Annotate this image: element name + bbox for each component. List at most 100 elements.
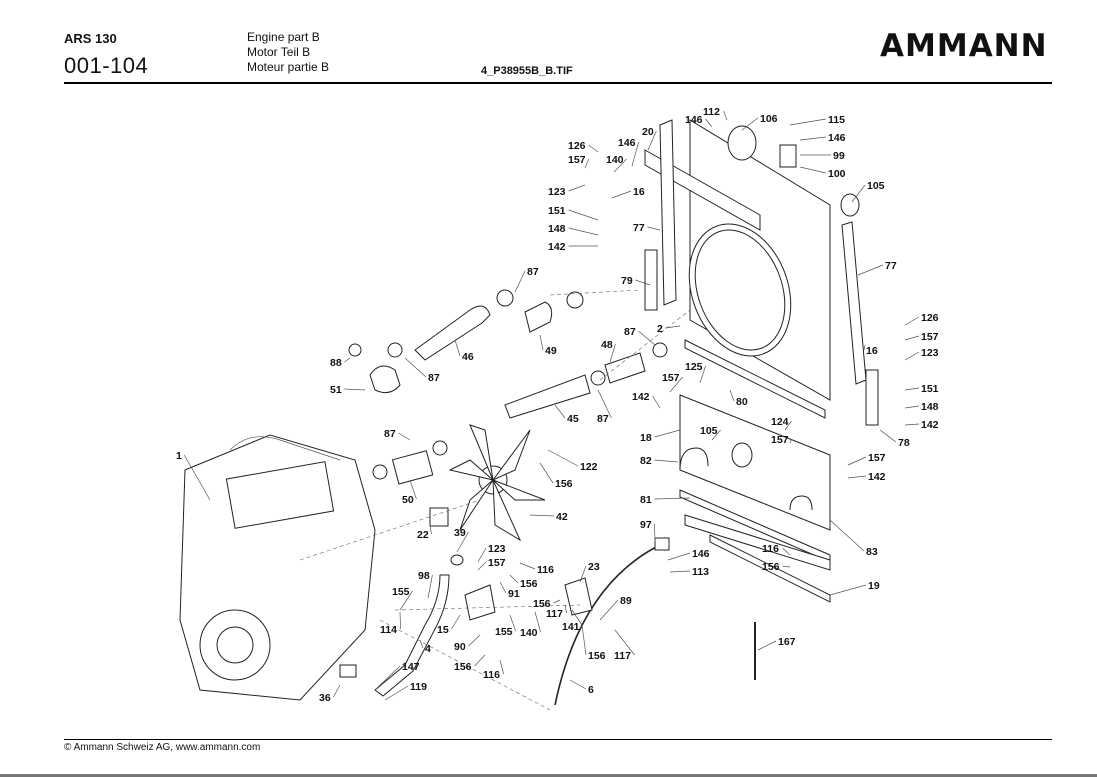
hose-51 [369, 365, 401, 394]
callout-label: 155 [495, 626, 513, 638]
callout-label: 116 [762, 543, 779, 555]
callout-leader-125 [699, 365, 706, 384]
assembly-lines [299, 289, 691, 711]
callout-label: 126 [921, 312, 939, 324]
callout-label: 1 [176, 450, 182, 462]
callout-label: 148 [548, 223, 566, 235]
hose-49 [524, 301, 553, 333]
callout-leader-116 [499, 659, 504, 675]
clamp-87-a [496, 289, 514, 307]
callout-label: 49 [545, 345, 557, 357]
callout-leader-140 [534, 611, 541, 633]
callout-label: 45 [567, 413, 579, 425]
callout-label: 2 [657, 323, 663, 335]
callout-leader-2 [665, 325, 681, 329]
callout-leader-51 [344, 388, 366, 391]
callout-leader-157 [789, 438, 792, 444]
footer-divider [64, 739, 1052, 740]
callout-label: 146 [828, 132, 846, 144]
callout-leader-156 [509, 574, 519, 584]
callout-label: 115 [828, 114, 845, 126]
strip-78 [865, 369, 879, 426]
callout-leader-36 [333, 684, 341, 698]
callout-leader-151 [904, 387, 920, 391]
seal-106 [727, 125, 757, 161]
callout-leader-157 [477, 561, 487, 571]
callout-leader-123 [904, 351, 920, 361]
callout-leader-77 [857, 264, 884, 276]
page-bottom-edge [0, 774, 1097, 777]
callout-label: 157 [868, 452, 886, 464]
callout-leader-156 [581, 624, 587, 656]
callout-label: 116 [483, 669, 500, 681]
strip-79 [644, 249, 658, 311]
callout-leader-146 [631, 141, 639, 167]
callout-leader-87 [514, 270, 526, 293]
callout-leader-15 [451, 614, 461, 630]
callout-leader-116 [519, 562, 536, 570]
callout-leader-146 [799, 136, 827, 141]
callout-leader-148 [904, 405, 920, 409]
gasket-36 [339, 664, 357, 678]
callout-leader-113 [669, 570, 691, 573]
callout-label: 116 [537, 564, 554, 576]
callout-label: 88 [330, 357, 342, 369]
callout-label: 100 [828, 168, 846, 180]
callout-leader-16 [863, 344, 866, 351]
callout-label: 122 [580, 461, 598, 473]
callout-label: 48 [601, 339, 613, 351]
page-description: Engine part B Motor Teil B Moteur partie… [247, 30, 329, 75]
callout-leader-167 [757, 640, 777, 651]
callout-leader-87 [597, 389, 612, 419]
clamp-87-b [566, 291, 584, 309]
bracket-15 [464, 584, 496, 621]
callout-label: 87 [384, 428, 396, 440]
callout-leader-142 [652, 395, 661, 409]
callout-label: 157 [662, 372, 680, 384]
callout-leader-20 [647, 130, 657, 151]
callout-label: 142 [632, 391, 650, 403]
cover-panel [679, 394, 831, 603]
callout-label: 125 [685, 361, 703, 373]
callout-label: 112 [703, 106, 720, 118]
callout-leader-147 [374, 665, 401, 691]
callout-label: 23 [588, 561, 600, 573]
callout-leader-6 [569, 679, 587, 690]
callout-label: 156 [454, 661, 472, 673]
callout-label: 98 [418, 570, 430, 582]
callout-label: 15 [437, 624, 449, 636]
callout-leader-157 [847, 456, 867, 466]
callout-label: 97 [640, 519, 652, 531]
callout-leader-87 [404, 357, 427, 378]
callout-leader-124 [784, 420, 792, 431]
description-de: Motor Teil B [247, 45, 311, 59]
callout-leader-46 [454, 339, 461, 357]
callout-label: 156 [533, 598, 551, 610]
callout-leader-81 [654, 497, 691, 500]
copyright-text: © Ammann Schweiz AG, www.ammann.com [64, 742, 261, 753]
callout-leader-151 [568, 209, 599, 221]
description-fr: Moteur partie B [247, 60, 330, 74]
callout-leader-82 [654, 459, 679, 463]
callout-leader-39 [456, 531, 469, 553]
callout-label: 77 [885, 260, 897, 272]
rail-80 [684, 339, 826, 419]
callout-leader-106 [741, 117, 759, 131]
callout-leader-90 [468, 634, 481, 647]
callout-label: 156 [555, 478, 573, 490]
callout-label: 156 [762, 561, 780, 573]
callout-label: 147 [402, 661, 420, 673]
callout-label: 117 [546, 608, 563, 620]
callout-label: 80 [736, 396, 748, 408]
callout-leader-88 [344, 357, 351, 363]
page-number: 001-104 [64, 53, 149, 78]
spacer-22 [429, 507, 449, 527]
callout-label: 42 [556, 511, 568, 523]
header-divider [64, 82, 1052, 84]
callout-leader-19 [829, 584, 867, 596]
callout-label: 90 [454, 641, 466, 653]
fan-42 [448, 424, 546, 542]
callout-label: 156 [520, 578, 538, 590]
callout-leader-117 [564, 604, 567, 614]
